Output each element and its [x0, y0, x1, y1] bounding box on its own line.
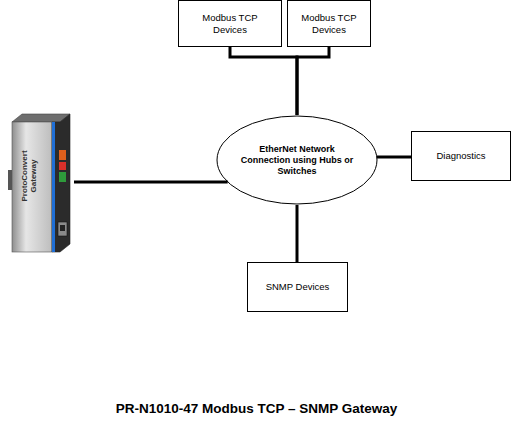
text-group: SNMP Devices [253, 281, 343, 293]
network-connector [74, 181, 228, 184]
device-box: SNMP Devices [247, 262, 348, 312]
network-connector [296, 205, 299, 262]
diagnostics-box: Diagnostics [411, 131, 511, 181]
text-group: Diagnostics [416, 150, 506, 162]
node-label: Diagnostics [416, 150, 506, 162]
node-label: EtherNet Network Connection using Hubs o… [237, 144, 357, 177]
node-label: SNMP Devices [253, 281, 343, 293]
device-box: Modbus TCP Devices [287, 0, 371, 47]
gateway-device: ProtoConvert Gateway [4, 110, 74, 258]
node-label: Modbus TCP Devices [297, 12, 361, 36]
text-group: Modbus TCP Devices [198, 12, 262, 36]
node-label: Modbus TCP Devices [198, 12, 262, 36]
diagram-caption: PR-N1010-47 Modbus TCP – SNMP Gateway [0, 401, 513, 416]
network-connector [297, 47, 329, 115]
device-box: Modbus TCP Devices [178, 0, 282, 47]
text-group: EtherNet Network Connection using Hubs o… [237, 144, 357, 177]
gateway-illustration [4, 110, 74, 258]
text-group: ProtoConvert Gateway [20, 145, 38, 207]
text-group: Modbus TCP Devices [297, 12, 361, 36]
network-ellipse: EtherNet Network Connection using Hubs o… [216, 115, 378, 205]
node-label: ProtoConvert Gateway [20, 145, 38, 207]
network-connector [377, 156, 411, 159]
network-connector [230, 47, 297, 115]
